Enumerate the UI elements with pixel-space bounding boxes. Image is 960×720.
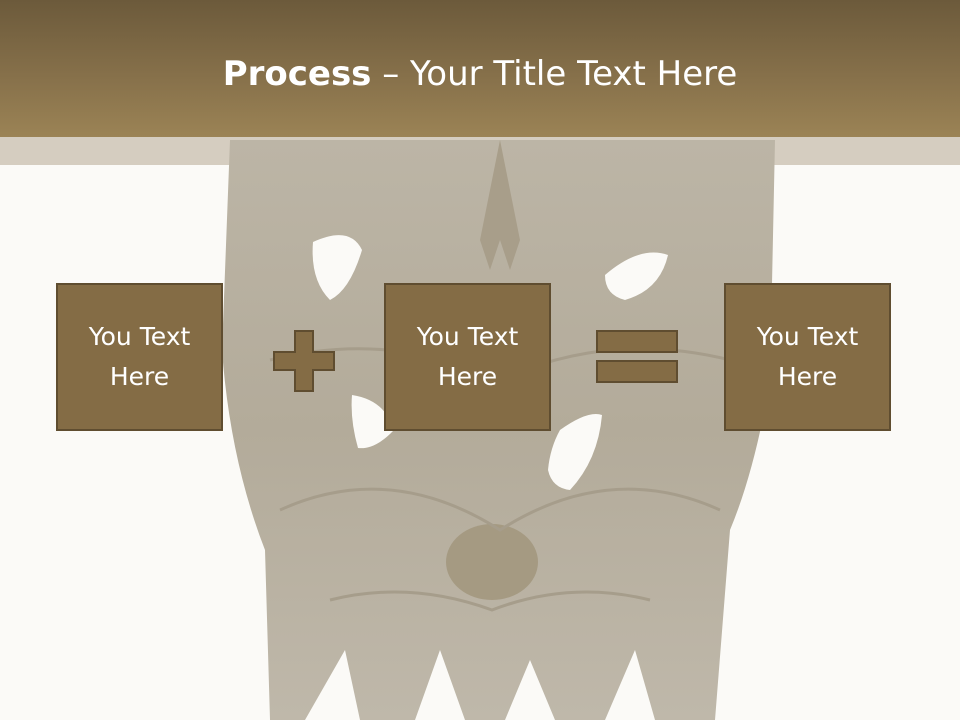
plus-icon (273, 330, 335, 392)
process-box-3-text: You Text Here (756, 322, 859, 391)
process-box-2-text: You Text Here (416, 322, 519, 391)
title-rest: – Your Title Text Here (371, 54, 738, 94)
process-box-3[interactable]: You Text Here (724, 283, 891, 431)
slide-title: Process – Your Title Text Here (0, 52, 960, 96)
header-band (0, 0, 960, 137)
process-box-1[interactable]: You Text Here (56, 283, 223, 431)
process-box-1-text: You Text Here (88, 322, 191, 391)
equals-icon (596, 330, 678, 383)
process-box-2[interactable]: You Text Here (384, 283, 551, 431)
title-bold: Process (222, 54, 372, 94)
